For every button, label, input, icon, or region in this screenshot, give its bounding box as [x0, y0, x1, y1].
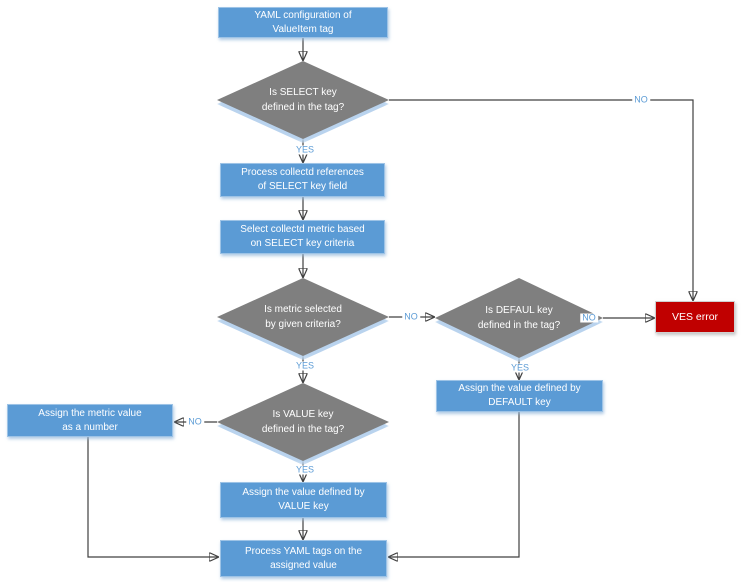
- edge-label-default-yes: YES: [508, 362, 532, 373]
- edge-label-value-no: NO: [186, 416, 204, 427]
- edge-default-join: [389, 412, 520, 557]
- edge-label-default-no: NO: [580, 312, 598, 323]
- decision-value-key: Is VALUE key defined in the tag?: [217, 383, 389, 465]
- node-yaml-configuration: YAML configuration of ValueItem tag: [218, 7, 388, 38]
- node-ves-error-label: VES error: [671, 311, 719, 323]
- node-process-references: Process collectd references of SELECT ke…: [220, 163, 385, 197]
- node-process-yaml-tags: Process YAML tags on the assigned value: [220, 540, 387, 577]
- node-process-yaml-tags-label: Process YAML tags on the assigned value: [244, 545, 363, 571]
- edge-label-select-no: NO: [632, 94, 650, 105]
- node-assign-value-key-label: Assign the value defined by VALUE key: [242, 487, 365, 512]
- node-select-metric: Select collectd metric based on SELECT k…: [220, 220, 385, 254]
- edge-select-no: [389, 99, 693, 300]
- node-process-references-label: Process collectd references of SELECT ke…: [241, 167, 364, 192]
- edge-label-select-yes: YES: [293, 144, 317, 155]
- edge-label-metric-yes: YES: [293, 360, 317, 371]
- node-ves-error: VES error: [655, 301, 735, 333]
- node-assign-metric-number-label: Assign the metric value as a number: [38, 407, 142, 433]
- decision-value-key-label: Is VALUE key defined in the tag?: [261, 409, 345, 435]
- edge-label-metric-no: NO: [402, 311, 420, 322]
- decision-metric-selected: Is metric selected by given criteria?: [217, 278, 389, 360]
- decision-select-key-label: Is SELECT key defined in the tag?: [261, 87, 345, 113]
- decision-metric-selected-label: Is metric selected by given criteria?: [264, 304, 342, 330]
- node-select-metric-label: Select collectd metric based on SELECT k…: [240, 224, 365, 249]
- decision-select-key: Is SELECT key defined in the tag?: [217, 61, 389, 143]
- node-assign-value-key: Assign the value defined by VALUE key: [220, 482, 387, 518]
- edge-label-value-yes: YES: [293, 464, 317, 475]
- decision-default-key: Is DEFAUL key defined in the tag?: [435, 278, 603, 362]
- edge-number-join: [87, 437, 218, 557]
- node-assign-default-key-label: Assign the value defined by DEFAULT key: [458, 383, 581, 408]
- node-assign-metric-number: Assign the metric value as a number: [7, 404, 173, 437]
- decision-default-key-label: Is DEFAUL key defined in the tag?: [477, 305, 561, 331]
- node-assign-default-key: Assign the value defined by DEFAULT key: [436, 380, 603, 412]
- node-yaml-configuration-label: YAML configuration of ValueItem tag: [254, 9, 352, 35]
